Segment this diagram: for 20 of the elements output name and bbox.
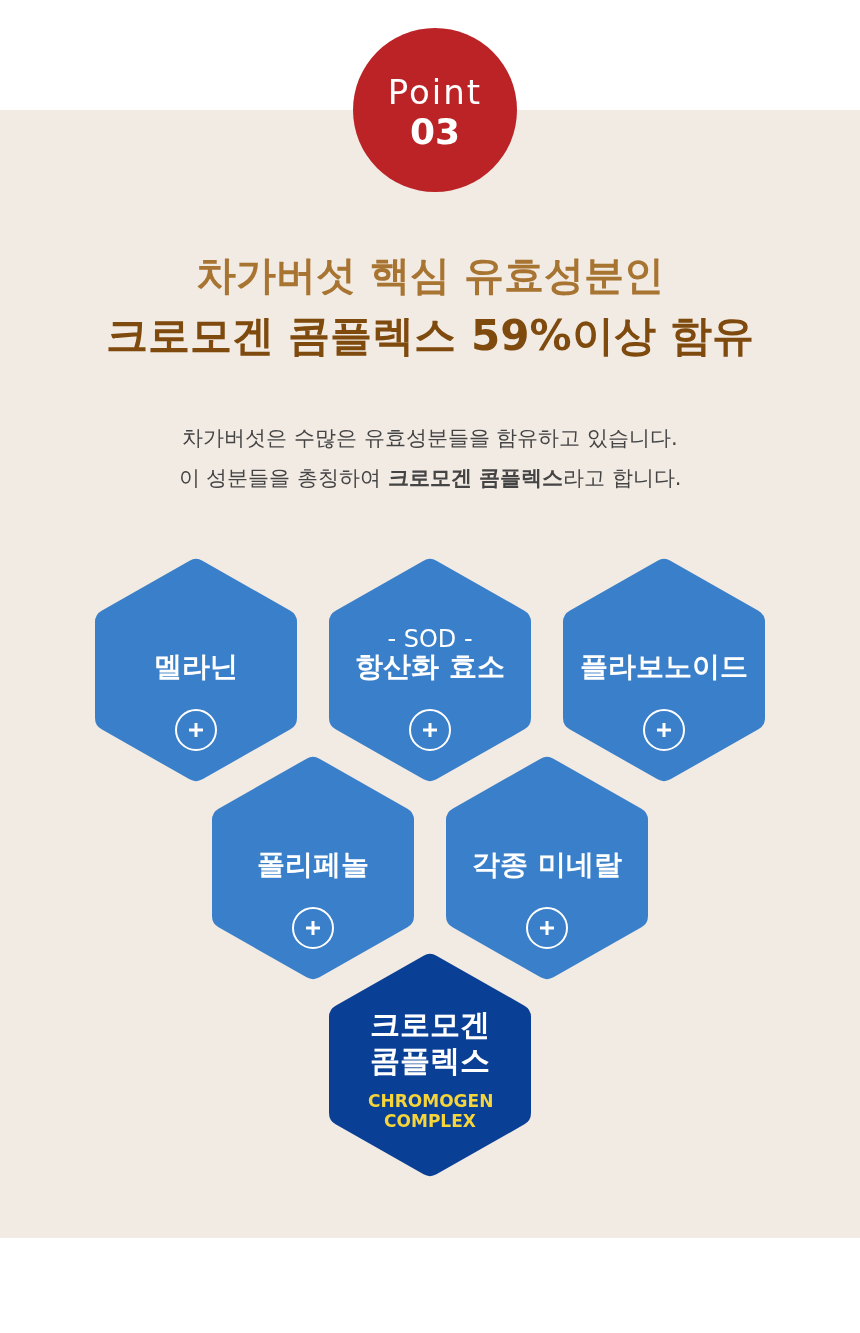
badge-number: 03 <box>408 112 462 152</box>
node-title: 항산화 효소 <box>354 652 506 683</box>
hexagon <box>211 756 415 980</box>
description-text: 이 성분들을 총칭하여 크로모겐 콤플렉스라고 합니다. <box>177 465 683 492</box>
node-title: 플라보노이드 <box>579 652 749 683</box>
hexagon <box>94 558 298 782</box>
hexagon <box>328 953 532 1177</box>
badge-label: Point <box>386 74 484 112</box>
hexagon <box>328 558 532 782</box>
node-title: 각종 미네랄 <box>471 850 623 881</box>
heading: 차가버섯 핵심 유효성분인 <box>195 251 665 300</box>
node-title: 멜라닌 <box>153 652 239 683</box>
hexagon <box>562 558 766 782</box>
node-subtitle: - SOD - <box>386 626 474 653</box>
node-title: 폴리페놀 <box>256 850 370 881</box>
description-text: 차가버섯은 수많은 유효성분들을 함유하고 있습니다. <box>181 425 679 452</box>
node-title: 크로모겐 콤플렉스 <box>369 1007 491 1079</box>
heading: 크로모겐 콤플렉스 59%이상 함유 <box>104 310 756 362</box>
hexagon <box>445 756 649 980</box>
node-subtitle: CHROMOGEN COMPLEX <box>367 1091 495 1132</box>
